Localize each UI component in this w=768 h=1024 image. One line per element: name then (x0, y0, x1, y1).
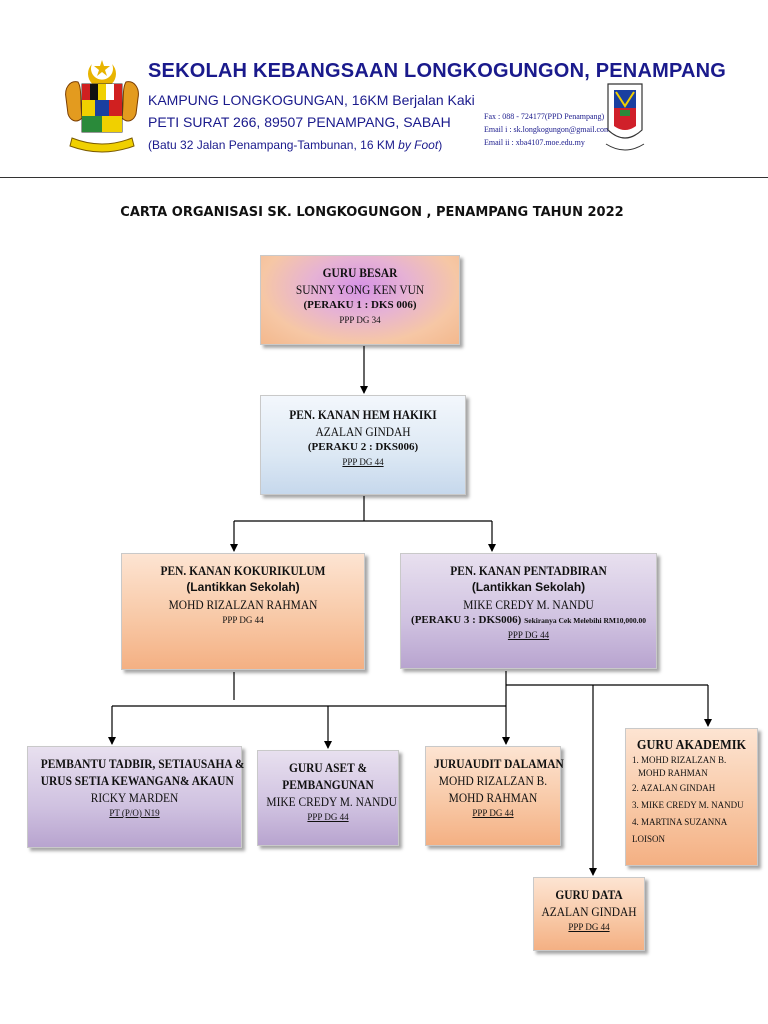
box-pembantu-tadbir: PEMBANTU TADBIR, SETIAUSAHA & URUS SETIA… (27, 746, 245, 848)
guru-besar-role: GURU BESAR (322, 265, 398, 280)
juruaudit-name-line2: MOHD RAHMAN (448, 790, 538, 805)
box-guru-data: GURU DATA AZALAN GINDAH PPP DG 44 (533, 877, 645, 951)
akademik-item: LOISON (632, 834, 665, 844)
akademik-item: 4. MARTINA SUZANNA (632, 817, 728, 827)
pembantu-role-line2: URUS SETIA KEWANGAN& AKAUN (40, 773, 234, 788)
email-secondary: Email ii : xba4107.moe.edu.my (484, 138, 585, 147)
akademik-item: 1. MOHD RIZALZAN B. (632, 755, 727, 765)
address-line-3: (Batu 32 Jalan Penampang-Tambunan, 16 KM… (148, 138, 478, 152)
hem-role: PEN. KANAN HEM HAKIKI (289, 407, 437, 422)
pentadbiran-note: (Lantikkan Sekolah) (471, 580, 586, 594)
email-primary: Email i : sk.longkogungon@gmail.com (484, 125, 611, 134)
box-guru-akademik: GURU AKADEMIK 1. MOHD RIZALZAN B. MOHD R… (625, 728, 758, 866)
school-logo-icon (605, 83, 645, 151)
address-line-2: PETI SURAT 266, 89507 PENAMPANG, SABAH (148, 114, 451, 130)
pembantu-role-line1: PEMBANTU TADBIR, SETIAUSAHA & (40, 756, 245, 771)
juruaudit-role: JURUAUDIT DALAMAN (434, 756, 564, 771)
data-name: AZALAN GINDAH (541, 904, 637, 919)
box-pen-kanan-kokurikulum: PEN. KANAN KOKURIKULUM (Lantikkan Sekola… (121, 553, 365, 670)
guru-besar-grade: PPP DG 34 (339, 315, 381, 325)
box-pen-kanan-hem: PEN. KANAN HEM HAKIKI AZALAN GINDAH (PER… (260, 395, 466, 495)
fax-number: Fax : 088 - 724177(PPD Penampang) (484, 112, 605, 121)
box-pen-kanan-pentadbiran: PEN. KANAN PENTADBIRAN (Lantikkan Sekola… (400, 553, 657, 669)
akademik-member-list: 1. MOHD RIZALZAN B. MOHD RAHMAN 2. AZALA… (626, 754, 757, 848)
akademik-item: 3. MIKE CREDY M. NANDU (632, 800, 744, 810)
hem-name: AZALAN GINDAH (315, 424, 411, 439)
kokurikulum-role: PEN. KANAN KOKURIKULUM (160, 563, 326, 578)
kokurikulum-name: MOHD RIZALZAN RAHMAN (168, 597, 318, 612)
guru-besar-name: SUNNY YONG KEN VUN (295, 282, 425, 297)
juruaudit-name-line1: MOHD RIZALZAN B. (438, 773, 548, 788)
address-line-3-suffix: ) (438, 138, 443, 152)
data-role: GURU DATA (555, 887, 623, 902)
school-name: SEKOLAH KEBANGSAAN LONGKOGUNGON, PENAMPA… (148, 60, 727, 82)
aset-role-line1: GURU ASET & (289, 760, 367, 775)
box-guru-besar: GURU BESAR SUNNY YONG KEN VUN (PERAKU 1 … (260, 255, 460, 345)
box-juruaudit-dalaman: JURUAUDIT DALAMAN MOHD RIZALZAN B. MOHD … (425, 746, 564, 846)
pentadbiran-peraku: (PERAKU 3 : DKS006) (411, 614, 522, 626)
pembantu-grade: PT (P/O) N19 (109, 808, 160, 818)
box-guru-aset: GURU ASET & PEMBANGUNAN MIKE CREDY M. NA… (257, 750, 399, 846)
akademik-role: GURU AKADEMIK (636, 738, 747, 753)
juruaudit-grade: PPP DG 44 (472, 808, 514, 818)
aset-name: MIKE CREDY M. NANDU (266, 794, 397, 809)
pentadbiran-role: PEN. KANAN PENTADBIRAN (450, 563, 607, 578)
malaysia-coat-of-arms-icon (65, 60, 139, 153)
aset-role-line2: PEMBANGUNAN (282, 777, 374, 792)
chart-title: CARTA ORGANISASI SK. LONGKOGUNGON , PENA… (120, 205, 624, 220)
pentadbiran-peraku-line: (PERAKU 3 : DKS006) Sekiranya Cek Melebi… (401, 613, 656, 628)
aset-grade: PPP DG 44 (307, 812, 349, 822)
data-grade: PPP DG 44 (568, 922, 610, 932)
kokurikulum-note: (Lantikkan Sekolah) (186, 580, 300, 594)
akademik-item: MOHD RAHMAN (638, 768, 708, 778)
address-line-3-italic: by Foot (398, 138, 439, 152)
pentadbiran-name: MIKE CREDY M. NANDU (463, 597, 594, 612)
address-line-1: KAMPUNG LONGKOGUNGAN, 16KM Berjalan Kaki (148, 92, 475, 108)
address-line-3-prefix: (Batu 32 Jalan Penampang-Tambunan, 16 KM (148, 138, 399, 152)
pentadbiran-grade: PPP DG 44 (507, 630, 550, 640)
hem-grade: PPP DG 44 (342, 457, 384, 467)
header-divider (0, 177, 768, 178)
kokurikulum-grade: PPP DG 44 (222, 615, 264, 625)
guru-besar-peraku: (PERAKU 1 : DKS 006) (303, 299, 417, 311)
hem-peraku: (PERAKU 2 : DKS006) (307, 441, 419, 453)
akademik-item: 2. AZALAN GINDAH (632, 783, 716, 793)
pembantu-name: RICKY MARDEN (90, 790, 179, 805)
pentadbiran-peraku-note: Sekiranya Cek Melebihi RM10,000.00 (524, 616, 646, 625)
